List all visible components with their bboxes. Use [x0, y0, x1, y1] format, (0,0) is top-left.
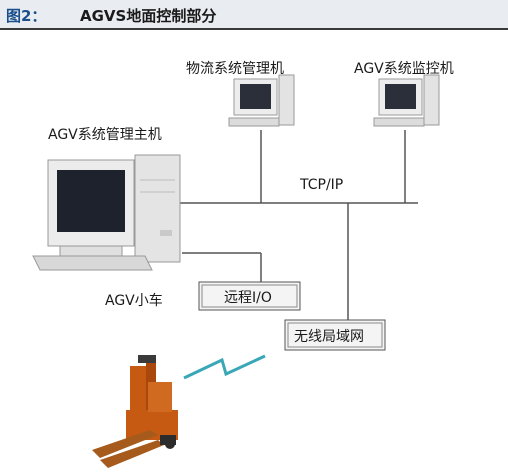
agv-cart-label: AGV小车 [105, 293, 163, 309]
wireless-lan-label: 无线局域网 [294, 329, 364, 345]
header-band [0, 0, 508, 28]
radio-signal-icon [183, 354, 266, 380]
main-host-pc-icon [32, 154, 181, 271]
monitor-pc-label: AGV系统监控机 [354, 61, 454, 77]
logistics-pc-icon [228, 74, 295, 127]
logistics-pc-label: 物流系统管理机 [186, 61, 284, 77]
figure-title: AGVS地面控制部分 [80, 7, 217, 25]
figure-header: 图2： AGVS地面控制部分 [0, 0, 508, 30]
network-diagram: 物流系统管理机 AGV系统监控机 AGV系统管理主机 TCP/IP 远程I/O … [0, 30, 508, 472]
monitor-pc-icon [373, 74, 440, 127]
figure-number: 图2： [6, 7, 47, 25]
network-protocol-label: TCP/IP [300, 177, 344, 193]
agv-cart-icon [92, 355, 178, 468]
wireless-lan-box-inner [287, 322, 383, 348]
diagram-canvas [32, 74, 440, 468]
remote-io-box-inner [201, 284, 298, 308]
main-host-label: AGV系统管理主机 [48, 127, 162, 143]
network-wires [180, 130, 418, 324]
wireless-lan-box [284, 319, 386, 351]
header-rule [0, 28, 508, 30]
remote-io-label: 远程I/O [224, 290, 272, 306]
remote-io-box [198, 281, 301, 311]
